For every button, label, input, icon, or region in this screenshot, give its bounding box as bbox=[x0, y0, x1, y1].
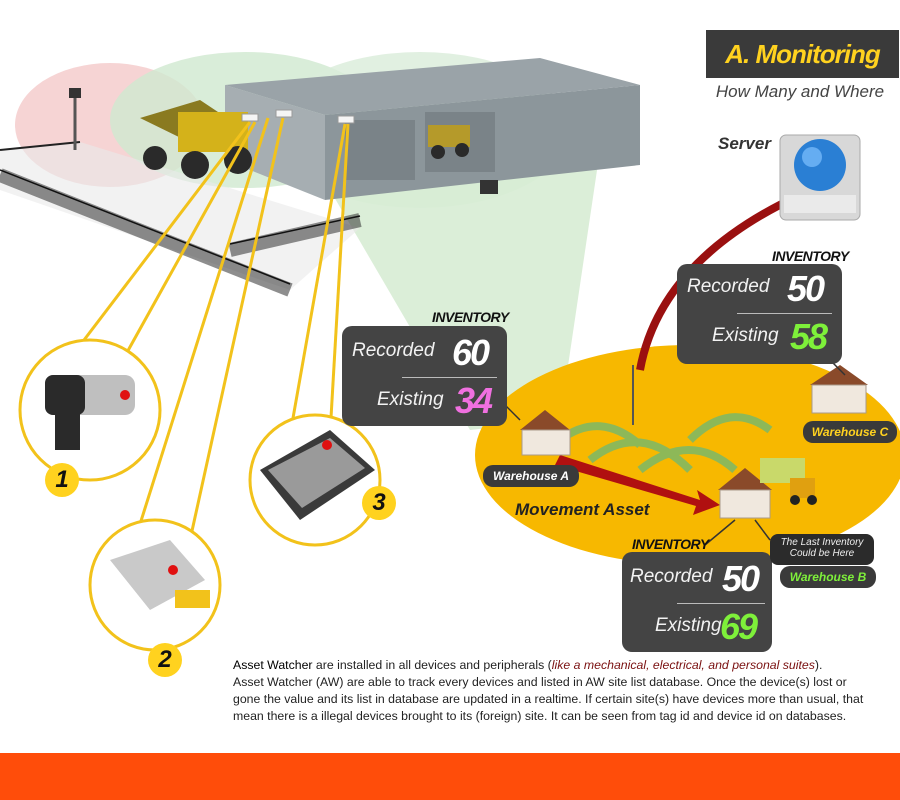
lost-note-line1: The Last Inventory bbox=[780, 537, 864, 548]
divider bbox=[737, 313, 832, 314]
device-circle-2 bbox=[88, 518, 222, 652]
sensor-tag-3 bbox=[337, 115, 355, 124]
site-area bbox=[475, 345, 900, 565]
inventory-panel-a: Recorded 60 Existing 34 bbox=[342, 326, 507, 426]
inventory-panel-c: Recorded 50 Existing 58 bbox=[677, 264, 842, 364]
server-label: Server bbox=[718, 134, 771, 153]
movement-arrow bbox=[555, 455, 720, 515]
existing-label: Existing bbox=[655, 615, 722, 636]
recorded-label: Recorded bbox=[630, 566, 713, 587]
existing-value: 34 bbox=[455, 380, 493, 421]
existing-label: Existing bbox=[712, 325, 779, 346]
description-body: Asset Watcher (AW) are able to track eve… bbox=[233, 675, 864, 723]
device-connector-lines bbox=[63, 117, 350, 541]
description-highlight: like a mechanical, electrical, and perso… bbox=[551, 658, 815, 672]
device-circle-3 bbox=[248, 413, 382, 547]
inventory-panel-b: Recorded 50 Existing 69 bbox=[622, 552, 772, 652]
server-icon bbox=[779, 134, 861, 221]
sensor-tag-2 bbox=[275, 109, 293, 118]
existing-value: 58 bbox=[790, 316, 828, 357]
sensor-tag-1 bbox=[241, 113, 259, 122]
page-subtitle: How Many and Where bbox=[715, 82, 885, 101]
dump-truck-small bbox=[428, 125, 470, 159]
brand-name: Asset Watcher bbox=[233, 658, 313, 672]
description-intro-end: ). bbox=[814, 658, 823, 672]
camera-pole bbox=[69, 88, 81, 150]
existing-value: 69 bbox=[720, 606, 758, 647]
existing-label: Existing bbox=[377, 389, 444, 410]
recorded-label: Recorded bbox=[687, 276, 770, 297]
device-number-3: 3 bbox=[362, 486, 396, 520]
device-circle-1 bbox=[18, 338, 162, 482]
footer-bar bbox=[0, 753, 900, 800]
warehouse-b-tag: Warehouse B bbox=[780, 566, 876, 588]
device-number-1: 1 bbox=[45, 463, 79, 497]
signal-arcs bbox=[557, 413, 773, 474]
warehouse-b-building bbox=[718, 468, 772, 519]
description-text: Asset Watcher are installed in all devic… bbox=[233, 657, 873, 725]
dump-truck-large bbox=[140, 100, 252, 179]
warehouse-c-building bbox=[810, 365, 868, 414]
inventory-heading-c: INVENTORY bbox=[772, 248, 849, 264]
title-box: A. Monitoring bbox=[706, 30, 899, 78]
divider bbox=[402, 377, 497, 378]
recorded-value: 50 bbox=[787, 268, 825, 309]
divider bbox=[677, 603, 765, 604]
lost-inventory-note: The Last Inventory Could be Here bbox=[770, 534, 874, 565]
device-number-2: 2 bbox=[148, 643, 182, 677]
lost-note-line2: Could be Here bbox=[789, 548, 855, 559]
page-title: A. Monitoring bbox=[725, 39, 881, 69]
warehouse-a-building bbox=[520, 410, 571, 456]
recorded-label: Recorded bbox=[352, 340, 435, 361]
warehouse-c-tag: Warehouse C bbox=[803, 421, 897, 443]
description-intro: are installed in all devices and periphe… bbox=[312, 658, 552, 672]
warehouse-a-tag: Warehouse A bbox=[483, 465, 579, 487]
forklift bbox=[760, 458, 817, 505]
warehouse-building bbox=[225, 58, 640, 200]
movement-asset-label: Movement Asset bbox=[515, 500, 650, 519]
recorded-value: 50 bbox=[722, 558, 760, 599]
green-beam bbox=[330, 150, 600, 430]
recorded-value: 60 bbox=[452, 332, 490, 373]
inventory-heading-b: INVENTORY bbox=[632, 536, 709, 552]
inventory-heading-a: INVENTORY bbox=[432, 309, 509, 325]
